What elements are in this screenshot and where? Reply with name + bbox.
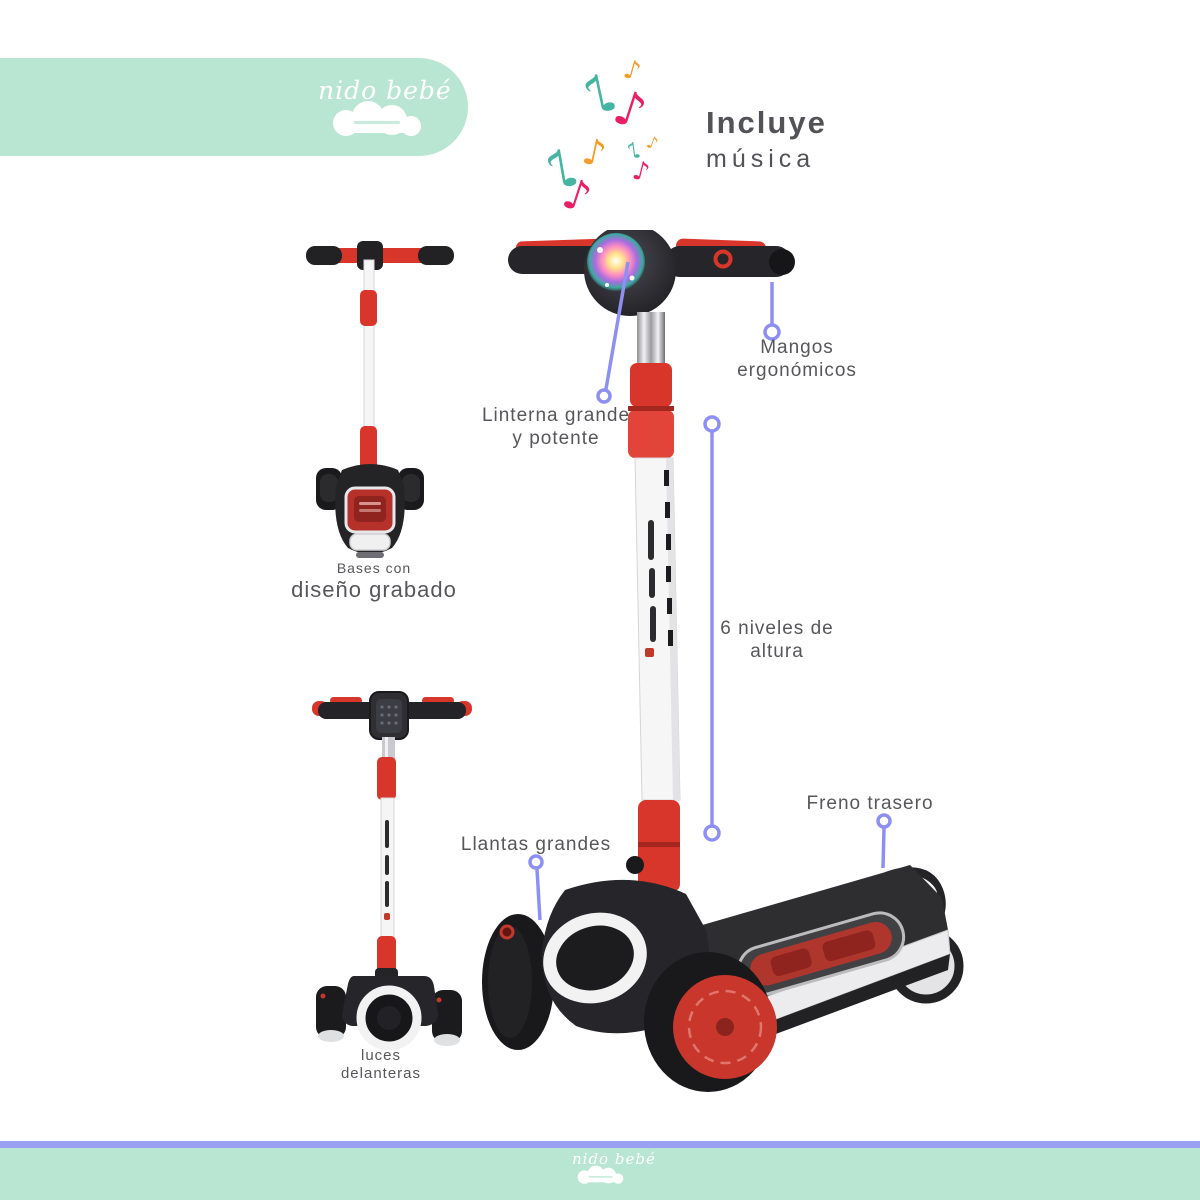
label-mangos: Mangos ergonómicos bbox=[737, 337, 857, 382]
feature-subtitle: música bbox=[706, 145, 816, 174]
label-llantas: Llantas grandes bbox=[460, 834, 612, 855]
feature-title: Incluye bbox=[706, 105, 827, 140]
rear-deck bbox=[316, 464, 424, 558]
scooter-rear-view-image bbox=[306, 241, 454, 558]
cloud-icon bbox=[577, 1165, 624, 1184]
label-luces: luces delanteras bbox=[340, 1047, 422, 1083]
label-freno: Freno trasero bbox=[806, 793, 934, 814]
footer-brand-logo: nido bebé bbox=[572, 1150, 656, 1186]
label-niveles: 6 niveles de altura bbox=[720, 618, 834, 663]
front-handlebar bbox=[312, 691, 472, 740]
brand-logo: nido bebé bbox=[318, 76, 452, 139]
label-bases: Bases con diseño grabado bbox=[291, 560, 457, 603]
rear-pole bbox=[360, 259, 377, 472]
cloud-icon bbox=[333, 101, 421, 136]
label-linterna: Linterna grande y potente bbox=[481, 405, 631, 450]
flashlight-glow bbox=[587, 233, 645, 291]
main-deck bbox=[482, 865, 964, 1092]
main-pole bbox=[626, 312, 681, 892]
brand-name: nido bebé bbox=[318, 76, 452, 105]
scooter-main-image bbox=[482, 230, 964, 1092]
front-deck bbox=[316, 976, 462, 1050]
front-pole bbox=[375, 737, 398, 982]
feature-headline: Incluye música bbox=[706, 105, 827, 174]
rear-handlebar bbox=[306, 241, 454, 270]
deck-graphic-panel bbox=[736, 911, 906, 997]
music-note-icon: ♪ bbox=[643, 132, 661, 155]
brand-name: nido bebé bbox=[572, 1150, 656, 1168]
footer-divider bbox=[0, 1141, 1200, 1148]
main-handlebar bbox=[508, 230, 795, 316]
brand-banner: nido bebé bbox=[0, 58, 468, 156]
music-note-icon: ♪ bbox=[578, 131, 610, 176]
scooter-front-view-image bbox=[312, 691, 472, 1050]
